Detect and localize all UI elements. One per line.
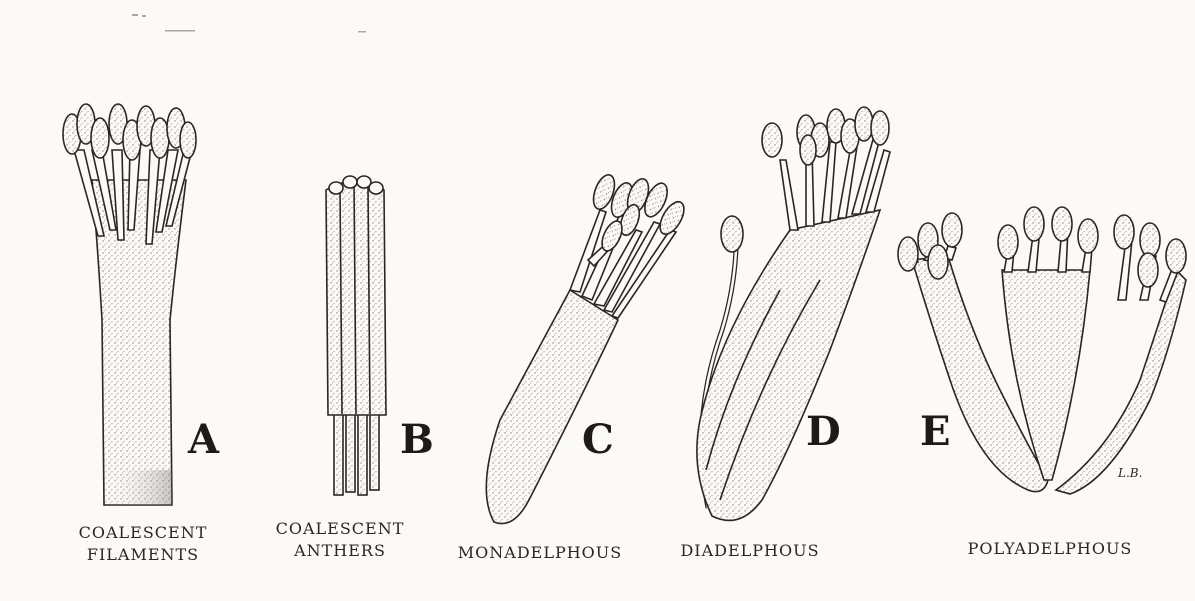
panel-letter-c: C	[582, 420, 614, 460]
free-anther	[721, 216, 743, 252]
caption-a-line2: FILAMENTS	[58, 544, 228, 566]
paper-smudges	[132, 14, 366, 33]
caption-diadelphous: DIADELPHOUS	[655, 540, 845, 562]
staminal-column	[486, 290, 618, 524]
fused-anther-tube	[326, 181, 386, 415]
caption-b-line1: COALESCENT	[255, 518, 425, 540]
caption-a-line1: COALESCENT	[58, 522, 228, 544]
drawing-diadelphous	[697, 107, 890, 520]
fused-stamens	[697, 210, 880, 520]
caption-b-line2: ANTHERS	[255, 540, 425, 562]
filament-tube	[92, 180, 186, 505]
panel-letter-d: D	[806, 412, 841, 452]
drawing-monadelphous	[486, 172, 689, 524]
caption-coalescent-anthers: COALESCENT ANTHERS	[255, 518, 425, 562]
caption-polyadelphous: POLYADELPHOUS	[940, 538, 1160, 560]
drawing-coalescent-filaments	[63, 104, 196, 505]
panel-letter-a: A	[188, 420, 219, 460]
panel-letter-e: E	[920, 412, 951, 452]
free-filaments	[334, 410, 379, 495]
caption-monadelphous: MONADELPHOUS	[430, 542, 650, 564]
artist-signature: L.B.	[1118, 466, 1142, 480]
drawing-coalescent-anthers	[326, 176, 386, 495]
caption-coalescent-filaments: COALESCENT FILAMENTS	[58, 522, 228, 566]
panel-letter-b: B	[400, 420, 434, 460]
